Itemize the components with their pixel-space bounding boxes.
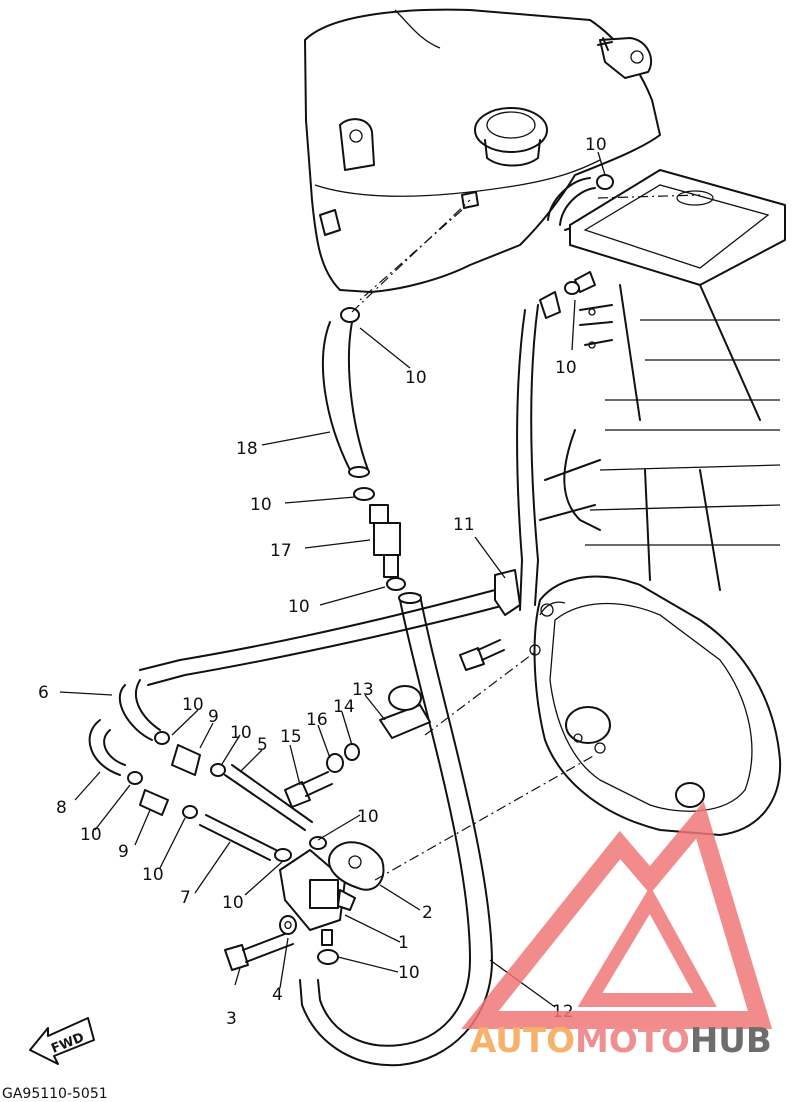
callout-labels: 1 2 3 4 5 6 7 8 9 9 10 10 10 10 10 10 10…	[38, 135, 607, 1029]
callout-4: 4	[272, 985, 283, 1005]
callout-10-filter-bottom: 10	[288, 597, 310, 617]
callout-9a: 9	[208, 707, 219, 727]
callout-14: 14	[333, 697, 355, 717]
fuel-cock-1	[279, 849, 356, 946]
hose-upper-right	[547, 177, 596, 226]
wordmark-auto: AUTO	[470, 1021, 575, 1061]
washer-4	[279, 915, 297, 935]
fuel-filter-17	[369, 504, 401, 578]
callout-16: 16	[306, 710, 328, 730]
banjo-13	[379, 685, 431, 739]
washer-16	[326, 753, 344, 773]
callout-10-left-a: 10	[182, 695, 204, 715]
automotohub-logo	[461, 801, 773, 1029]
bolt-15	[284, 771, 333, 808]
callout-15: 15	[280, 727, 302, 747]
wordmark-moto: MOTO	[575, 1021, 690, 1061]
leader-lines	[59, 151, 606, 1008]
callout-10-cock-a: 10	[357, 807, 379, 827]
callout-11: 11	[453, 515, 475, 535]
hose-18-tank-to-filter	[321, 321, 370, 478]
bolt-3	[224, 931, 294, 971]
callout-10-cock-b: 10	[222, 893, 244, 913]
engine-frame	[539, 169, 786, 591]
hose-7	[199, 814, 277, 861]
hose-11-vent	[139, 304, 539, 686]
gasket-2	[328, 841, 385, 891]
callout-1: 1	[398, 933, 409, 953]
hose-12-drain	[299, 592, 493, 1067]
fuel-filter-9a	[171, 744, 201, 776]
reference-lines	[351, 194, 701, 881]
wordmark-hub: HUB	[690, 1021, 772, 1061]
automotohub-wordmark: AUTOMOTOHUB	[470, 1021, 772, 1061]
callout-10-carb: 10	[555, 358, 577, 378]
callout-10-drain: 10	[398, 963, 420, 983]
callout-2: 2	[422, 903, 433, 923]
callout-10-left-d: 10	[142, 865, 164, 885]
callout-13: 13	[352, 680, 374, 700]
callout-10-top-right: 10	[585, 135, 607, 155]
hose-8	[88, 719, 126, 776]
callout-7: 7	[180, 888, 191, 908]
washer-14	[344, 743, 360, 761]
callout-10-left-c: 10	[80, 825, 102, 845]
fwd-arrow-icon: FWD	[29, 1017, 95, 1065]
callout-10-left-b: 10	[230, 723, 252, 743]
hose-clamps	[127, 174, 614, 965]
crankcase-cover	[529, 575, 782, 836]
callout-10-tank: 10	[405, 368, 427, 388]
callout-3: 3	[226, 1009, 237, 1029]
diagram-code: GA95110-5051	[2, 1086, 108, 1102]
callout-9b: 9	[118, 842, 129, 862]
svg-text:AUTOMOTOHUB: AUTOMOTOHUB	[470, 1021, 772, 1061]
callout-6: 6	[38, 683, 49, 703]
fuel-tank	[304, 8, 661, 293]
hose-5	[224, 764, 313, 831]
callout-10-filter-top: 10	[250, 495, 272, 515]
callout-18: 18	[236, 439, 258, 459]
callout-17: 17	[270, 541, 292, 561]
fuel-filter-9b	[139, 789, 169, 816]
bolt-11-bracket	[459, 569, 521, 671]
hose-6	[118, 679, 161, 741]
callout-5: 5	[257, 735, 268, 755]
callout-8: 8	[56, 798, 67, 818]
